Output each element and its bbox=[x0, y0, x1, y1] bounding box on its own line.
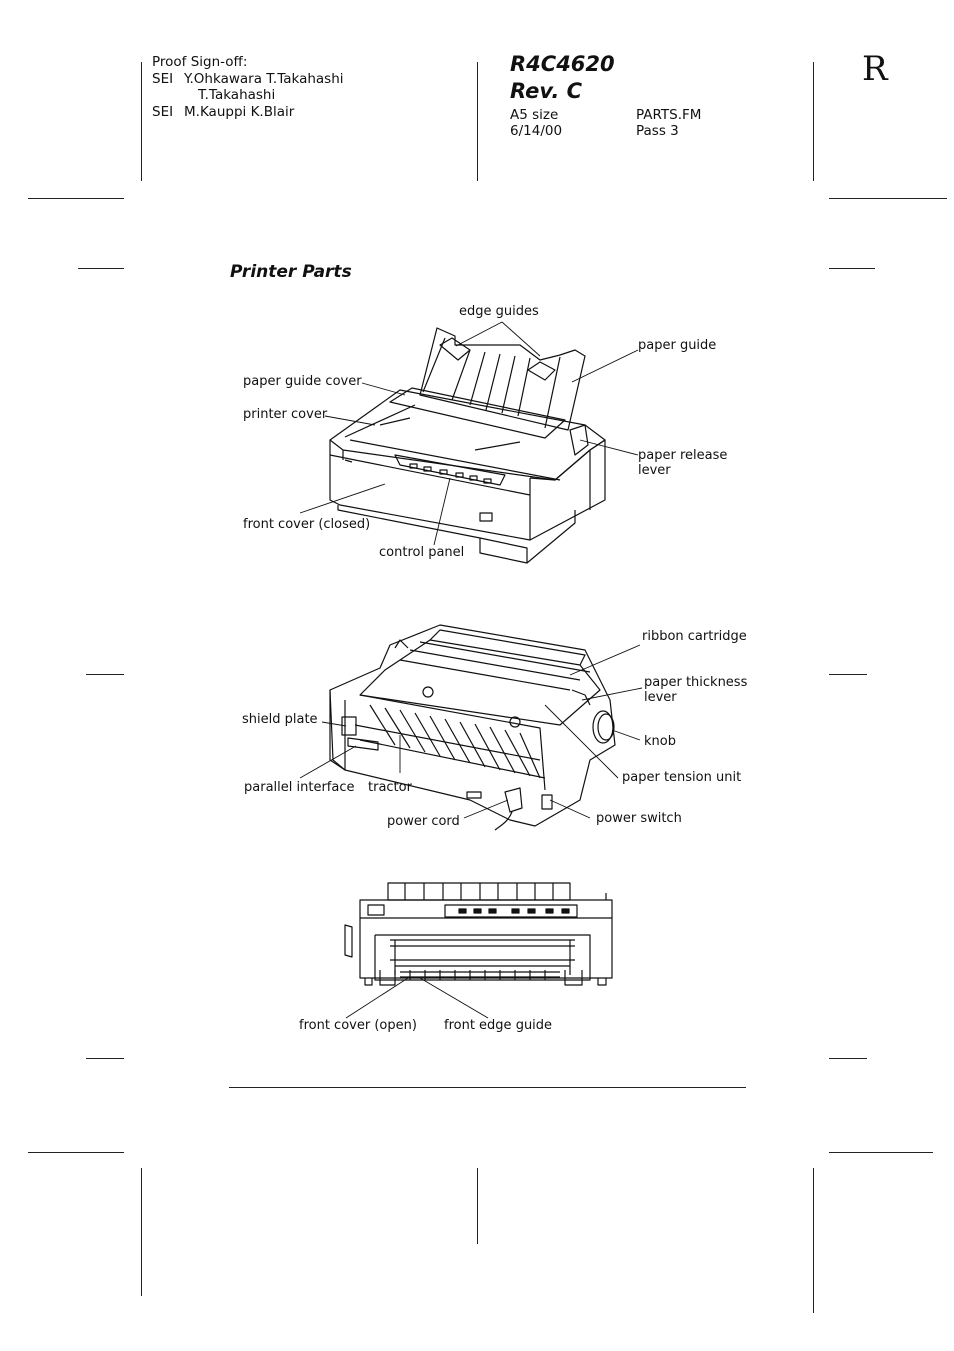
crop-mark-left-bottom bbox=[141, 1168, 142, 1296]
crop-mark-right-upper bbox=[829, 198, 947, 199]
crop-mark-left-upper bbox=[28, 198, 124, 199]
label-front-cover-closed: front cover (closed) bbox=[243, 517, 371, 532]
printer-front-elevation-drawing bbox=[344, 882, 613, 986]
proof-row-org: SEI bbox=[152, 104, 174, 120]
crop-mark-center-bottom bbox=[477, 1168, 478, 1244]
doc-date: 6/14/00 bbox=[510, 123, 563, 139]
printer-top-view-drawing bbox=[329, 624, 616, 831]
crop-mark-center-top bbox=[477, 62, 478, 181]
label-front-cover-open: front cover (open) bbox=[299, 1018, 417, 1033]
crop-mark-left-top bbox=[141, 62, 142, 181]
trim-mark-right-2 bbox=[829, 674, 867, 675]
trim-mark-right-1 bbox=[829, 268, 875, 269]
label-paper-guide-cover: paper guide cover bbox=[243, 374, 362, 389]
recto-mark: R bbox=[862, 49, 888, 89]
crop-mark-right-top bbox=[813, 62, 814, 181]
label-printer-cover: printer cover bbox=[243, 407, 328, 422]
doc-file: PARTS.FM bbox=[636, 107, 702, 123]
proof-heading: Proof Sign-off: bbox=[152, 54, 248, 70]
section-title: Printer Parts bbox=[230, 262, 352, 282]
doc-pass: Pass 3 bbox=[636, 123, 679, 139]
trim-mark-left-3 bbox=[86, 1058, 124, 1059]
label-edge-guides: edge guides bbox=[459, 304, 539, 319]
proof-row-org: SEI bbox=[152, 71, 174, 87]
trim-mark-left-2 bbox=[86, 674, 124, 675]
label-tractor: tractor bbox=[368, 780, 412, 795]
doc-code: R4C4620 bbox=[510, 52, 615, 76]
label-knob: knob bbox=[644, 734, 676, 749]
label-power-switch: power switch bbox=[596, 811, 682, 826]
label-front-edge-guide: front edge guide bbox=[444, 1018, 553, 1033]
footer-rule bbox=[229, 1087, 746, 1088]
printer-front-view-drawing bbox=[329, 327, 606, 564]
doc-revision: Rev. C bbox=[510, 79, 583, 103]
label-paper-guide: paper guide bbox=[638, 338, 717, 353]
leader-lines bbox=[299, 321, 643, 1019]
proof-row-names: T.Takahashi bbox=[198, 87, 276, 103]
label-parallel-interface: parallel interface bbox=[244, 780, 355, 795]
label-paper-release-lever: lever bbox=[638, 463, 671, 478]
label-shield-plate: shield plate bbox=[242, 712, 318, 727]
trim-mark-right-3 bbox=[829, 1058, 867, 1059]
crop-mark-right-lower bbox=[829, 1152, 933, 1153]
proof-row-names: Y.Ohkawara T.Takahashi bbox=[184, 71, 344, 87]
trim-mark-left-1 bbox=[78, 268, 124, 269]
label-paper-thickness-lever: lever bbox=[644, 690, 677, 705]
proof-row-names: M.Kauppi K.Blair bbox=[184, 104, 295, 120]
label-power-cord: power cord bbox=[387, 814, 460, 829]
doc-size: A5 size bbox=[510, 107, 559, 123]
crop-mark-right-bottom bbox=[813, 1168, 814, 1313]
label-ribbon-cartridge: ribbon cartridge bbox=[642, 629, 747, 644]
label-paper-thickness-lever: paper thickness bbox=[644, 675, 748, 690]
label-paper-release-lever: paper release bbox=[638, 448, 728, 463]
crop-mark-left-lower bbox=[28, 1152, 124, 1153]
label-control-panel: control panel bbox=[379, 545, 465, 560]
label-paper-tension-unit: paper tension unit bbox=[622, 770, 742, 785]
